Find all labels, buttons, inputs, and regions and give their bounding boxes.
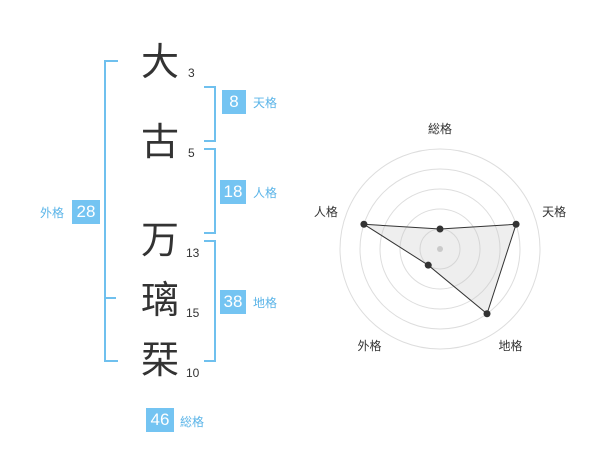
- stroke-count-4: 15: [186, 306, 200, 320]
- radar-ring-5: [339, 148, 541, 350]
- radar-axis-label-4: 外格: [357, 339, 382, 354]
- name-char-3: 万: [140, 218, 179, 262]
- radar-axis-label-3: 地格: [498, 339, 523, 354]
- name-char-2: 古: [140, 120, 179, 164]
- radar-ring-3: [379, 188, 501, 310]
- name-char-1: 大: [140, 40, 179, 84]
- tenkaku-label: 天格: [253, 96, 278, 110]
- chikaku-label: 地格: [253, 296, 278, 310]
- stroke-count-2: 5: [188, 146, 195, 160]
- radar-polygon: [363, 223, 517, 315]
- stroke-count-5: 10: [186, 366, 200, 380]
- chikaku-value-badge: 38: [220, 290, 246, 314]
- gaikaku-value-badge: 28: [72, 200, 100, 224]
- soukaku-label: 総格: [180, 415, 205, 429]
- radar-ring-4: [359, 168, 521, 330]
- chikaku-bracket: [204, 240, 216, 362]
- radar-axis-label-2: 天格: [542, 204, 567, 219]
- radar-point-5: [360, 220, 368, 228]
- gaikaku-bracket: [104, 60, 118, 362]
- gaikaku-label: 外格: [40, 206, 65, 220]
- radar-ring-2: [399, 208, 481, 290]
- tenkaku-value-badge: 8: [222, 90, 246, 114]
- jinkaku-label: 人格: [253, 186, 278, 200]
- radar-point-3: [483, 310, 491, 318]
- stroke-count-1: 3: [188, 66, 195, 80]
- jinkaku-bracket: [204, 148, 216, 234]
- tenkaku-bracket: [204, 86, 216, 142]
- soukaku-value-badge: 46: [146, 408, 174, 432]
- jinkaku-value-badge: 18: [220, 180, 246, 204]
- radar-axis-label-1: 総格: [427, 122, 453, 136]
- stroke-count-3: 13: [186, 246, 200, 260]
- name-char-5: 栞: [140, 338, 179, 382]
- name-char-4: 璃: [140, 278, 179, 322]
- radar-center-dot: [437, 246, 443, 252]
- radar-axis-label-5: 人格: [313, 204, 338, 219]
- radar-point-2: [512, 220, 520, 228]
- radar-point-1: [436, 225, 444, 233]
- radar-point-4: [424, 261, 432, 269]
- gaikaku-bracket-mid: [104, 297, 116, 299]
